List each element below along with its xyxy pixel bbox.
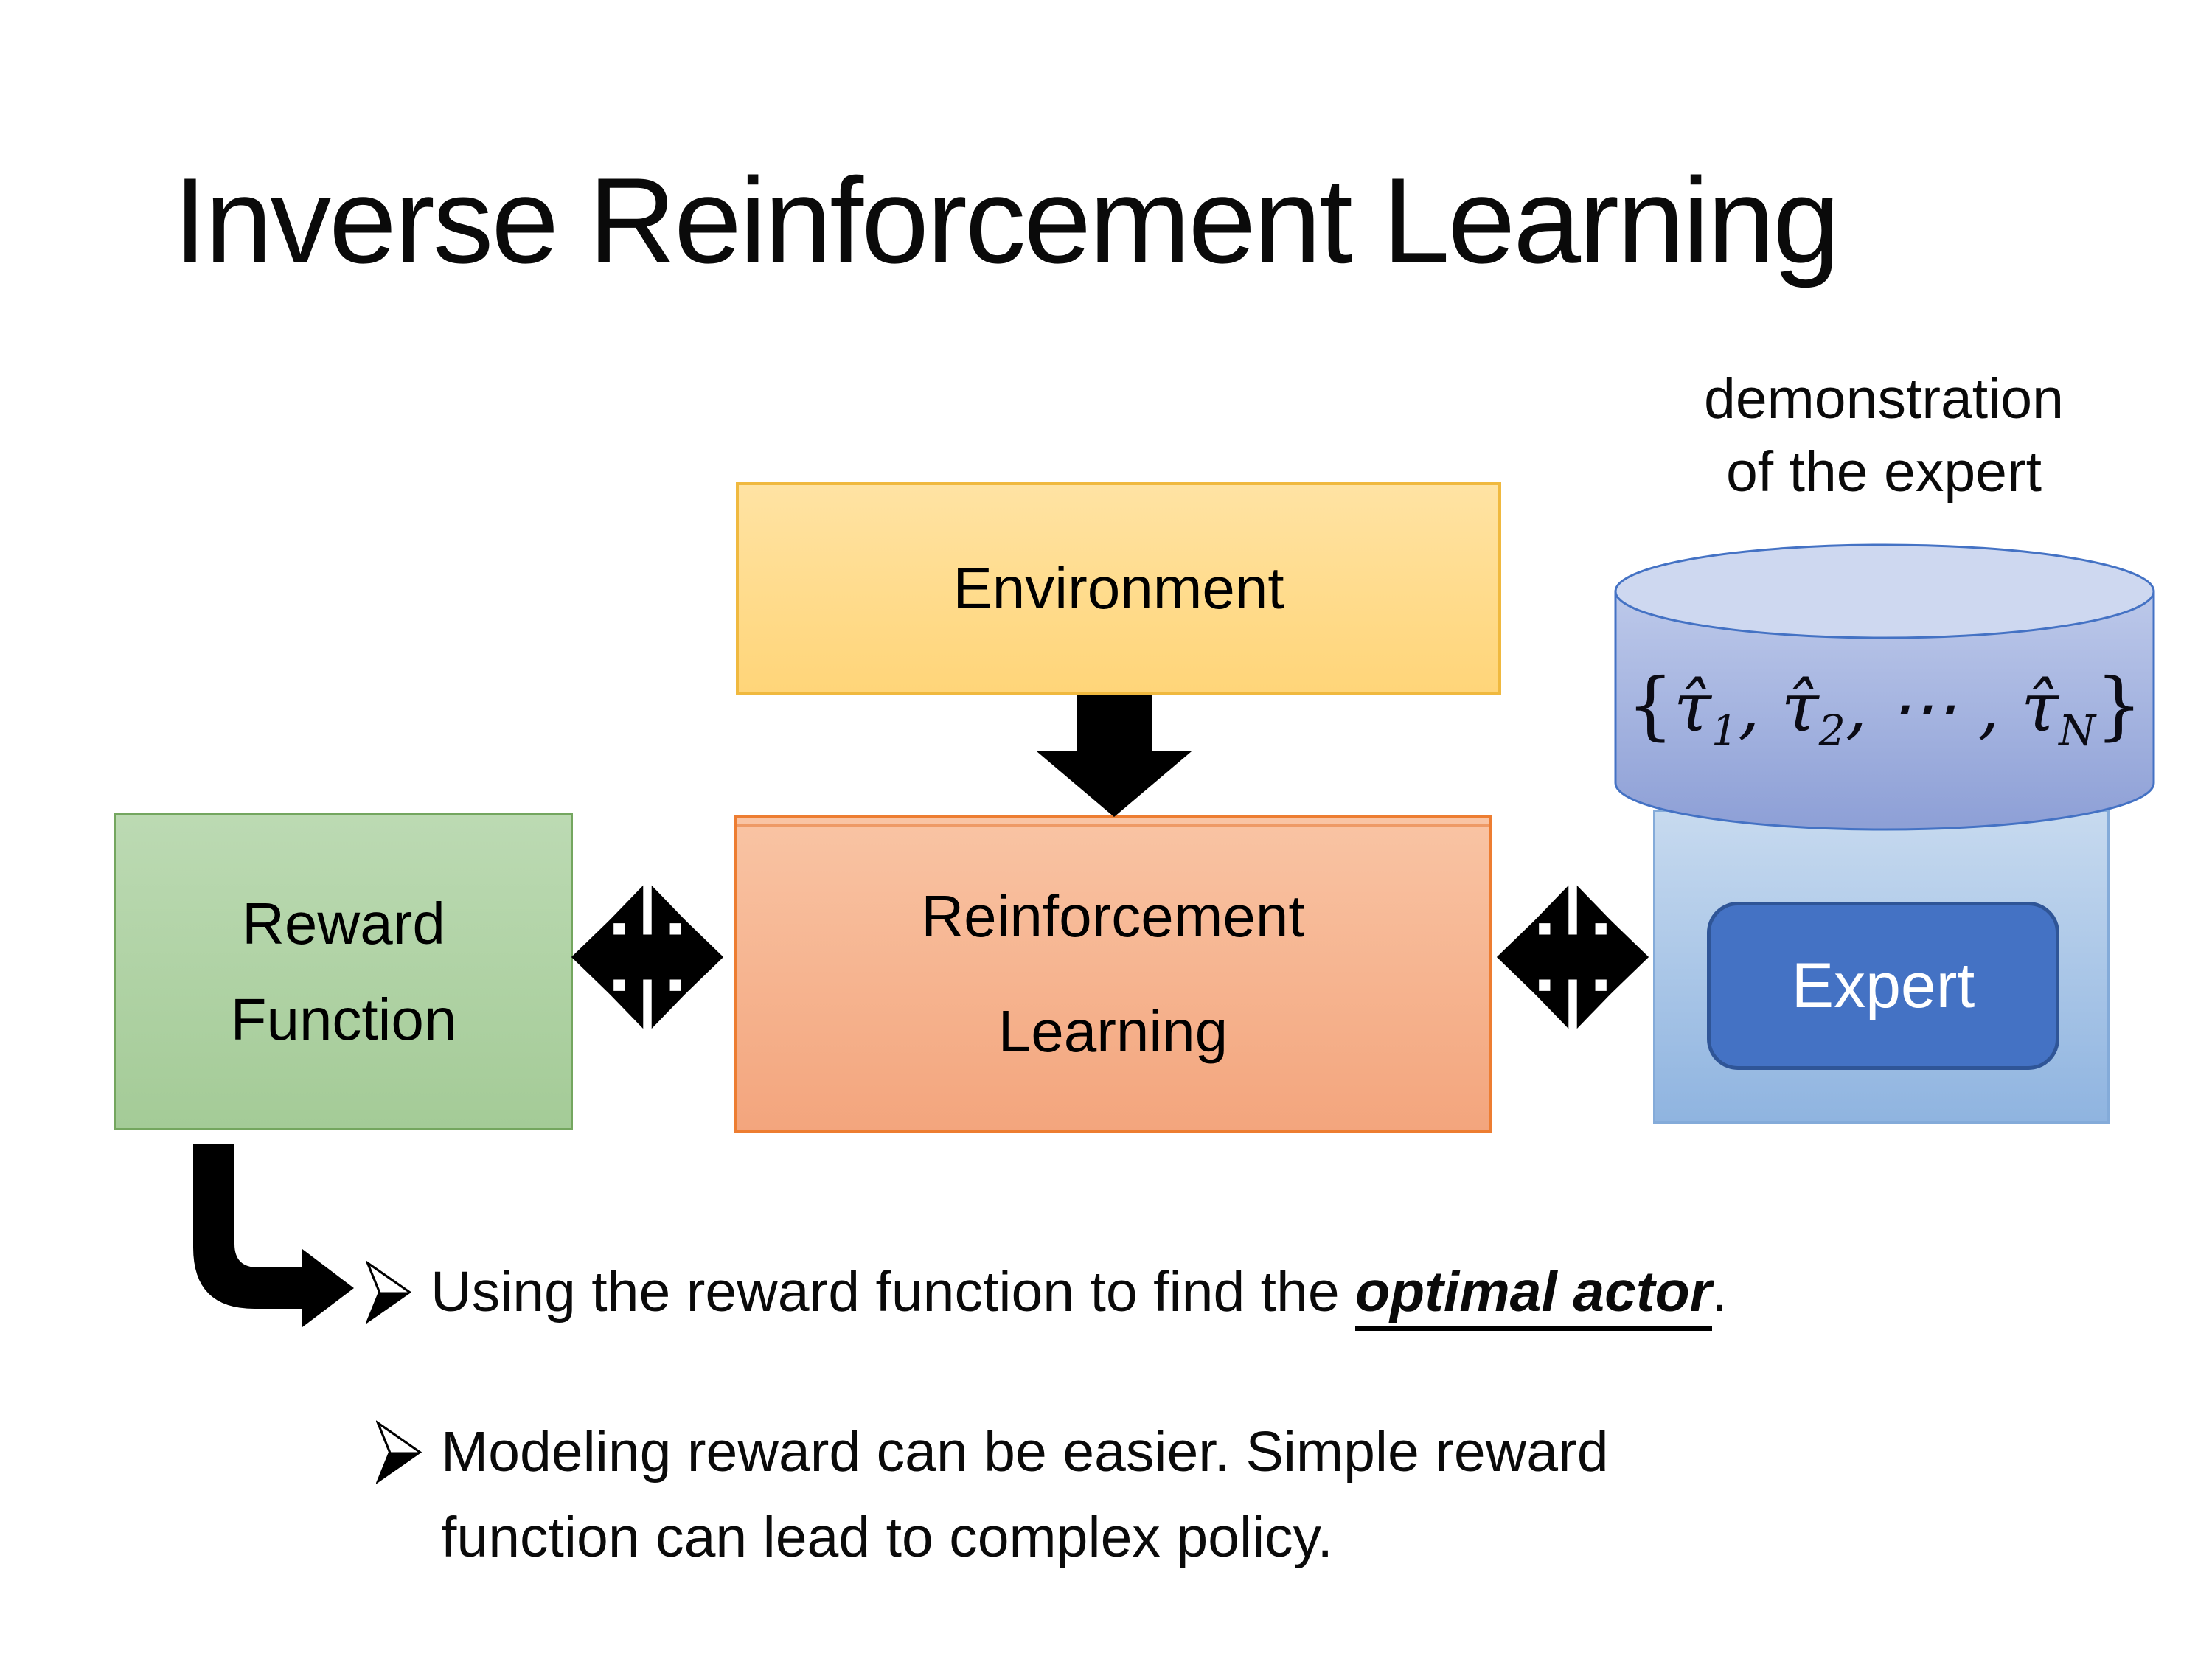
reinforcement-learning-box: Reinforcement Learning [734, 815, 1492, 1133]
bullet1-text-pre: Using the reward function to find the [431, 1260, 1356, 1324]
database-cylinder-icon [1614, 543, 2155, 831]
formula-open-brace: { [1627, 662, 1674, 748]
formula-sep2: , ⋯ , [1845, 668, 2022, 747]
demonstration-annotation-line2: of the expert [1725, 439, 2042, 504]
trajectory-set-formula: {τ̂1, τ̂2, ⋯ , τ̂N} [1613, 662, 2156, 752]
bullet-item-optimal-actor: Using the reward function to find the op… [366, 1250, 1728, 1335]
formula-sub3: N [2059, 706, 2096, 756]
formula-sep1: , [1738, 668, 1781, 747]
bullet2-line1: Modeling reward can be easier. Simple re… [441, 1420, 1609, 1484]
double-arrow-icon-left [571, 880, 724, 1034]
double-arrow-icon-right [1496, 880, 1649, 1034]
bullet-arrowhead-icon [376, 1420, 422, 1484]
bullet-item-modeling-reward: Modeling reward can be easier. Simple re… [376, 1410, 1609, 1580]
bullet1-emphasis: optimal actor [1355, 1260, 1712, 1331]
expert-label: Expert [1791, 950, 1975, 1021]
demonstration-annotation-line1: demonstration [1704, 367, 2064, 431]
reinforcement-learning-label-line2: Learning [998, 998, 1228, 1064]
reward-function-label-line1: Reward [242, 890, 445, 956]
bullet2-line2: function can lead to complex policy. [441, 1505, 1333, 1569]
bullet1-text-post: . [1711, 1260, 1728, 1324]
rl-box-top-accent [737, 824, 1489, 827]
formula-tau1: τ̂ [1674, 668, 1711, 747]
down-arrow-icon [1037, 695, 1192, 817]
formula-sub1: 1 [1711, 706, 1739, 756]
bullet-arrowhead-icon [366, 1260, 411, 1324]
environment-box: Environment [736, 482, 1501, 695]
formula-tau3: τ̂ [2021, 668, 2059, 747]
demonstration-annotation: demonstration of the expert [1607, 363, 2160, 508]
slide-title: Inverse Reinforcement Learning [173, 153, 1840, 288]
bent-arrow-icon [193, 1144, 354, 1327]
reinforcement-learning-label-line1: Reinforcement [921, 883, 1305, 949]
reward-function-label-line2: Function [230, 986, 457, 1052]
reward-function-box: Reward Function [114, 813, 573, 1130]
formula-close-brace: } [2095, 662, 2143, 748]
formula-tau2: τ̂ [1781, 668, 1819, 747]
environment-label: Environment [953, 555, 1284, 621]
formula-sub2: 2 [1818, 706, 1846, 756]
expert-box: Expert [1707, 902, 2059, 1070]
